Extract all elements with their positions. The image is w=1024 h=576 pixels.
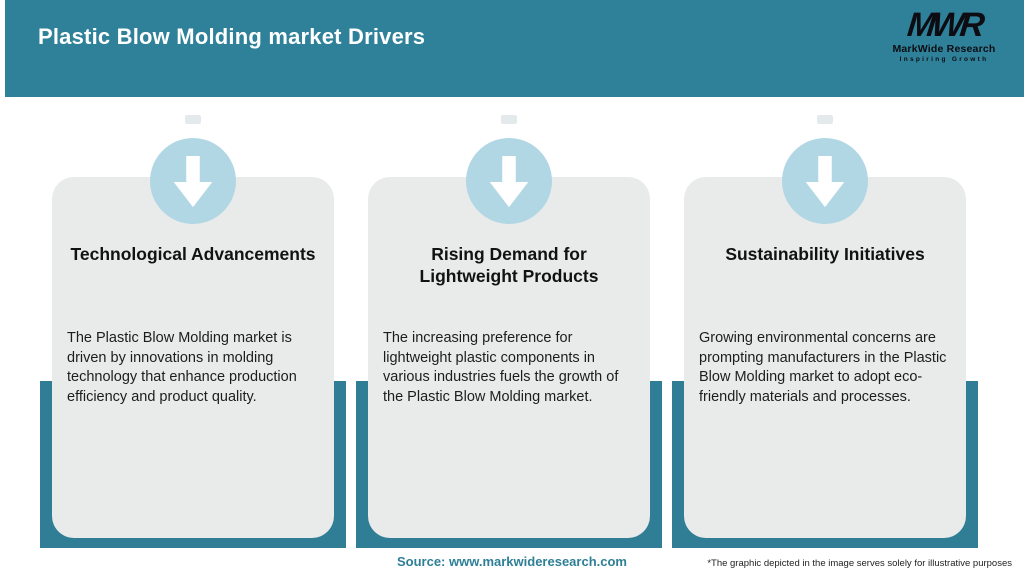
card-title: Rising Demand for Lightweight Products [419,244,599,286]
card-title: Technological Advancements [70,244,316,264]
card-description: The increasing preference for lightweigh… [383,330,619,405]
header-bar: Plastic Blow Molding market Drivers MWR … [5,0,1024,97]
card-panel: Rising Demand for Lightweight Products T… [368,177,650,538]
card-panel: Sustainability Initiatives Growing envir… [684,177,966,538]
card-panel: Technological Advancements The Plastic B… [52,177,334,538]
logo-tagline: Inspiring Growth [899,56,989,63]
arrow-circle [466,138,552,224]
disclaimer-text: *The graphic depicted in the image serve… [707,558,1012,569]
pin-tab [185,115,201,124]
pin-tab [817,115,833,124]
markwide-research-logo: MWR MarkWide Research Inspiring Growth [876,6,1012,63]
arrow-down-icon [489,155,529,208]
arrow-circle [782,138,868,224]
driver-card-rising-demand: Rising Demand for Lightweight Products T… [356,0,662,576]
card-description: The Plastic Blow Molding market is drive… [67,330,297,405]
arrow-down-icon [805,155,845,208]
driver-card-sustainability: Sustainability Initiatives Growing envir… [672,0,978,576]
arrow-down-icon [173,155,213,208]
pin-tab [501,115,517,124]
card-description: Growing environmental concerns are promp… [699,330,947,405]
source-text: Source: www.markwideresearch.com [396,554,627,569]
driver-card-technological-advancements: Technological Advancements The Plastic B… [40,0,346,576]
page-title: Plastic Blow Molding market Drivers [38,24,426,49]
card-title: Sustainability Initiatives [725,244,925,264]
logo-name: MarkWide Research [892,43,996,55]
arrow-circle [150,138,236,224]
